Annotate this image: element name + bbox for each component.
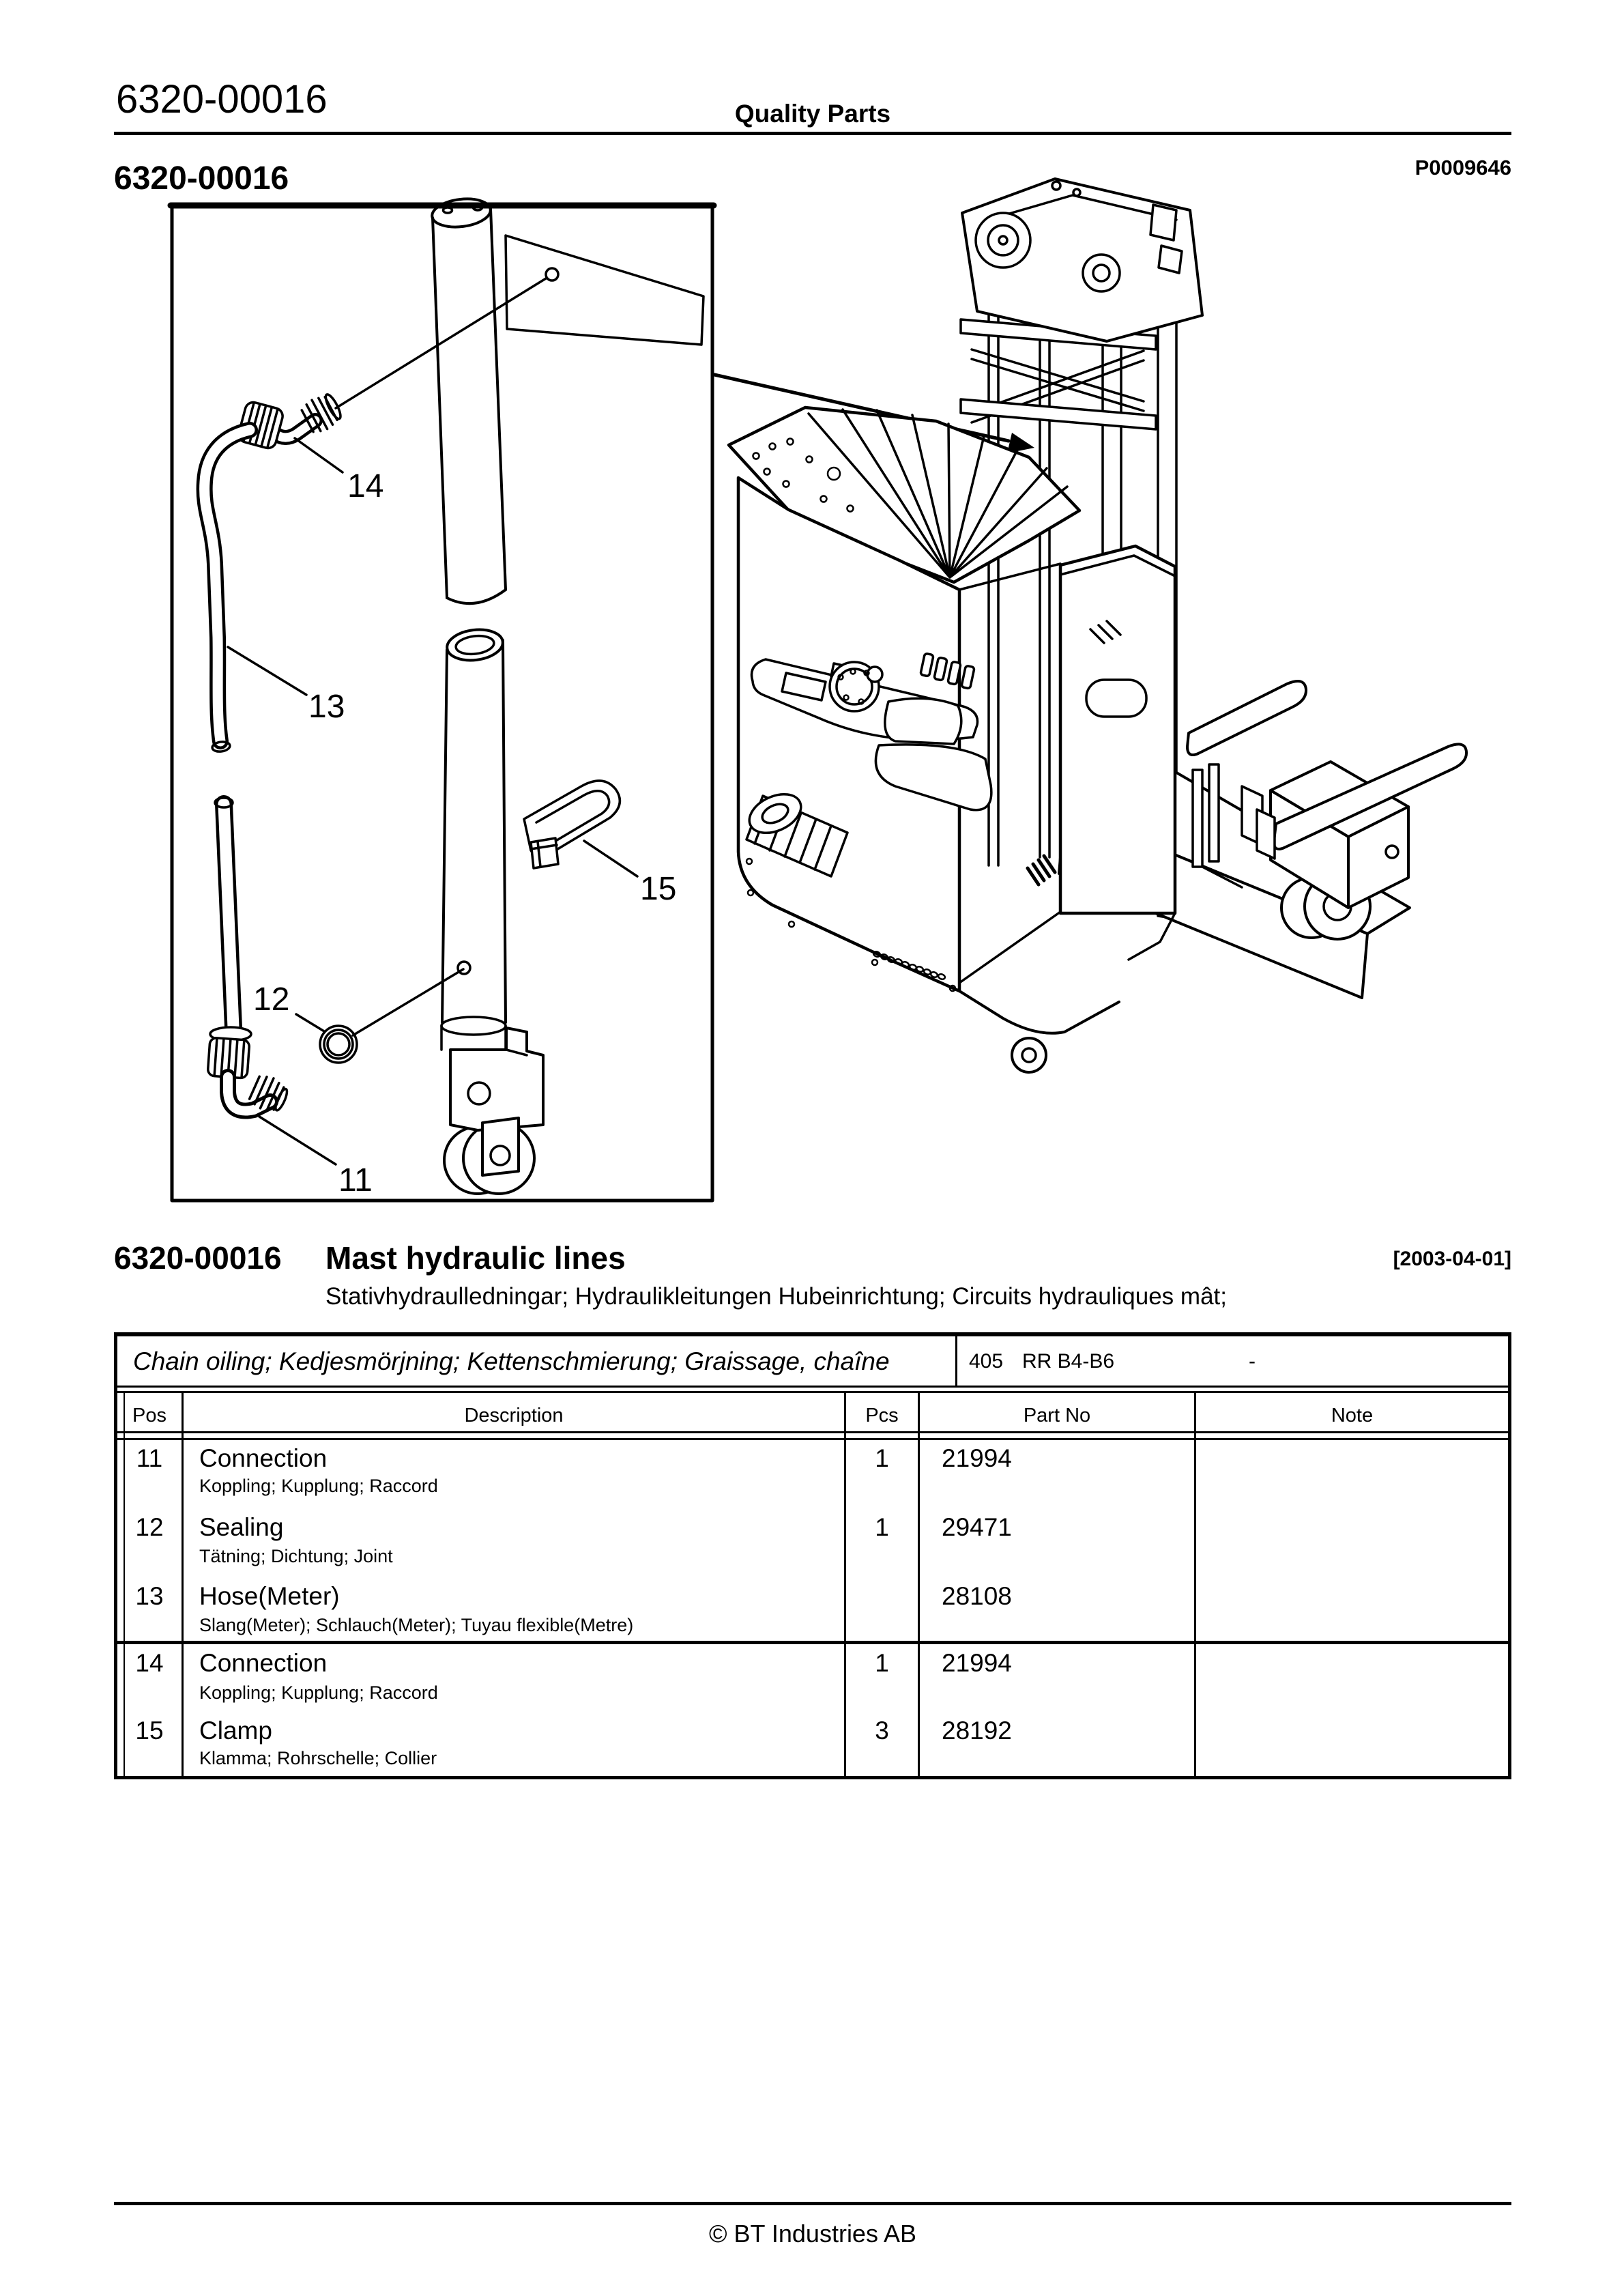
table-right-border [1508,1332,1511,1779]
cell-partno: 28192 [942,1717,1012,1745]
cell-description: Clamp [199,1717,272,1745]
leader-13 [227,646,308,696]
cell-description-alt: Koppling; Kupplung; Raccord [199,1476,438,1496]
cell-description-alt: Koppling; Kupplung; Raccord [199,1682,438,1703]
sealing-12-drawing [295,960,472,1064]
cell-pcs: 1 [875,1649,889,1677]
section-date: [2003-04-01] [1393,1248,1511,1270]
diagram-part-labels: 14 13 12 15 11 [253,468,676,1199]
part-label-11: 11 [338,1162,373,1199]
table-band-bottom-line2 [114,1391,1511,1393]
document-code-title: 6320-00016 [116,77,328,121]
clamp-15-drawing [523,779,639,878]
table-left-inner-line [124,1393,125,1776]
leader-12 [295,1013,325,1033]
cell-description: Sealing [199,1513,284,1541]
cell-pos: 11 [136,1444,163,1472]
cell-description-alt: Slang(Meter); Schlauch(Meter); Tuyau fle… [199,1615,634,1635]
col-divider-note [1194,1393,1196,1776]
group-note: - [1249,1350,1256,1373]
leader-14 [293,437,344,474]
wedge-callout [334,234,705,410]
header-rule [114,132,1511,135]
pipe-lower-drawing [440,628,545,1195]
cell-pos: 14 [135,1649,164,1677]
pipe-upper-drawing [431,197,507,605]
leader-11 [258,1115,337,1166]
quality-parts-header: Quality Parts [734,100,891,128]
connection-11-drawing [207,795,337,1166]
table-header-bottom-line2 [114,1438,1511,1440]
col-header-note: Note [1331,1405,1374,1426]
section-subtitle: Stativhydraulledningar; Hydraulikleitung… [325,1283,1227,1310]
footer-rule [114,2202,1511,2205]
col-divider-pcs [844,1393,846,1776]
table-left-border [114,1332,117,1779]
cell-pcs: 1 [875,1513,889,1541]
table-group-divider [114,1641,1511,1644]
section-code: 6320-00016 [114,1240,282,1276]
reach-truck-illustration [727,177,1468,1074]
cell-description: Connection [199,1649,328,1677]
cell-pcs: 1 [875,1444,889,1472]
parts-box-frame [167,202,717,1203]
cell-description: Hose(Meter) [199,1582,340,1610]
group-model: RR B4-B6 [1022,1350,1115,1373]
footer-copyright: © BT Industries AB [709,2220,916,2248]
cell-description: Connection [199,1444,328,1472]
cell-pos: 12 [135,1513,164,1541]
col-divider-partno [918,1393,920,1776]
group-title: Chain oiling; Kedjesmörjning; Kettenschm… [133,1347,890,1375]
figure-code: P0009646 [1415,156,1511,180]
group-code: 405 [969,1350,1004,1373]
part-label-15: 15 [640,871,676,907]
section-title: Mast hydraulic lines [325,1240,626,1276]
cell-description-alt: Klamma; Rohrschelle; Collier [199,1748,437,1768]
col-header-partno: Part No [1023,1405,1091,1426]
table-header-bottom-line1 [114,1431,1511,1433]
cell-pos: 13 [135,1582,164,1610]
section-code-header: 6320-00016 [114,160,289,197]
part-label-13: 13 [308,689,345,725]
leader-15 [583,840,639,878]
cell-partno: 21994 [942,1444,1012,1472]
hose-13-drawing [196,422,308,753]
col-header-description: Description [464,1405,564,1426]
part-label-14: 14 [347,468,383,504]
cell-partno: 29471 [942,1513,1012,1541]
col-divider-pos [182,1393,184,1776]
cell-partno: 21994 [942,1649,1012,1677]
table-bottom-border [114,1776,1511,1779]
col-header-pos: Pos [132,1405,166,1426]
table-top-border [114,1332,1511,1336]
cell-partno: 28108 [942,1582,1012,1610]
part-label-12: 12 [253,981,289,1018]
cell-pcs: 3 [875,1717,889,1745]
cell-description-alt: Tätning; Dichtung; Joint [199,1546,393,1566]
table-band-bottom-line1 [114,1386,1511,1388]
col-header-pcs: Pcs [865,1405,899,1426]
band-divider [955,1332,957,1388]
cell-pos: 15 [135,1717,164,1745]
connection-14-drawing [237,393,344,474]
